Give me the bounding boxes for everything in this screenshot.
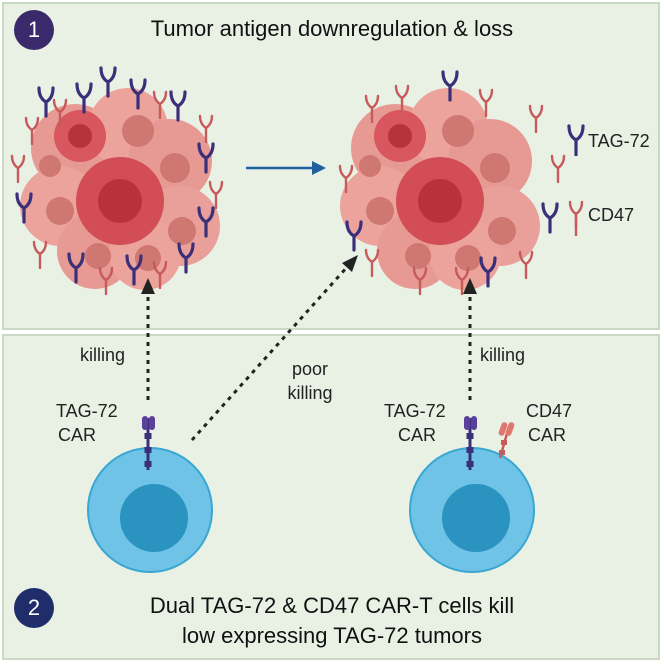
right-cd47-car-label-line1: CD47: [526, 401, 573, 421]
left-car-label-line2: CAR: [58, 425, 97, 445]
step-2-badge: 2: [14, 588, 54, 628]
legend-tag72-icon: [567, 124, 585, 156]
panel-1-title: Tumor antigen downregulation & loss: [150, 16, 514, 41]
poor-killing-label-line1: poor: [291, 359, 329, 379]
legend-cd47-icon: [568, 200, 584, 236]
left-car-label-line1: TAG-72: [56, 401, 118, 421]
downregulation-arrow: [246, 161, 326, 175]
legend-tag72-label: TAG-72: [588, 131, 650, 151]
poor-killing-arrow: [190, 255, 358, 442]
killing-arrow-right: [463, 278, 477, 400]
car-t-cell-left: [87, 447, 213, 573]
right-tag72-car-label-line1: TAG-72: [384, 401, 446, 421]
cd47-car-receptor: [498, 422, 515, 459]
killing-label-left: killing: [80, 345, 126, 365]
step-1-badge: 1: [14, 10, 54, 50]
right-tag72-car-label-line2: CAR: [398, 425, 437, 445]
killing-arrow-left: [141, 278, 155, 400]
panel-2-title-line1: Dual TAG-72 & CD47 CAR-T cells kill: [149, 593, 515, 618]
tumor-cluster-left: [20, 88, 220, 290]
legend-cd47-label: CD47: [588, 205, 635, 225]
tag72-car-receptor-right: [464, 416, 477, 470]
panel-2-title-line2: low expressing TAG-72 tumors: [182, 623, 482, 648]
right-cd47-car-label-line2: CAR: [528, 425, 567, 445]
killing-label-right: killing: [480, 345, 526, 365]
tag72-car-receptor-left: [142, 416, 155, 470]
poor-killing-label-line2: killing: [287, 383, 333, 403]
